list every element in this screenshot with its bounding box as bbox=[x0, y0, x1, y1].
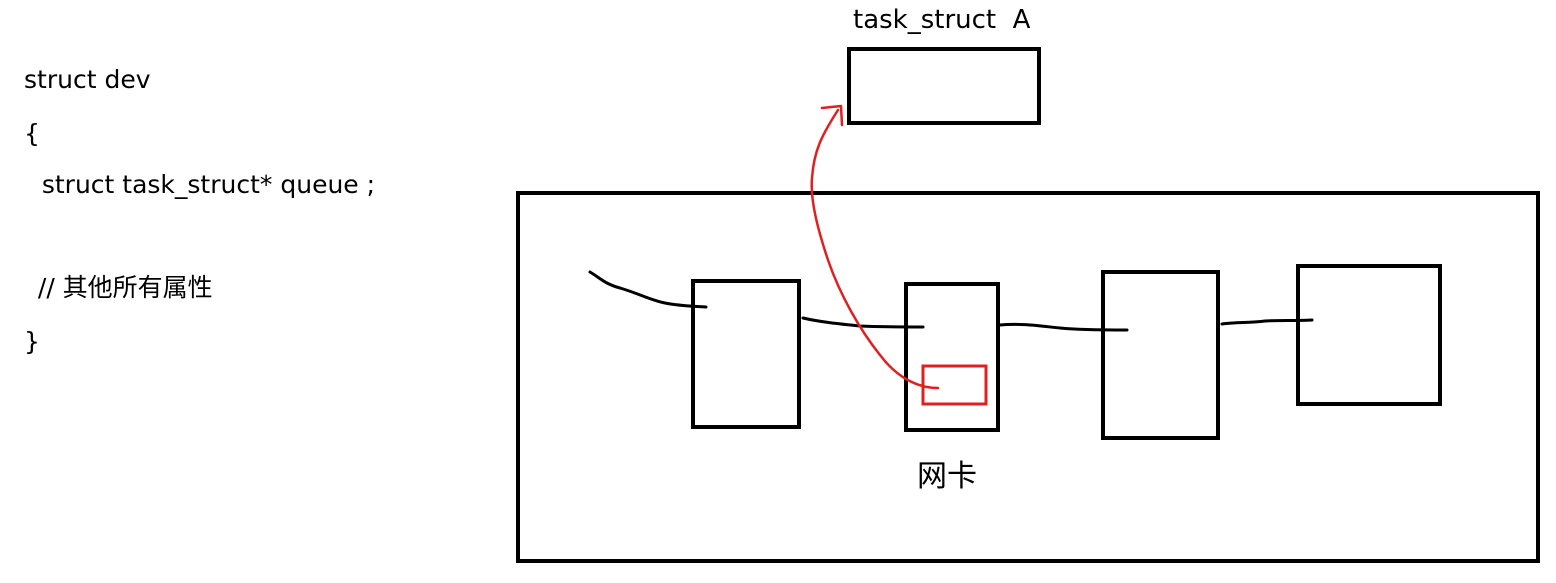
queue-pointer-field bbox=[921, 364, 988, 406]
queue-node-1 bbox=[691, 279, 801, 429]
pointer-arrowhead bbox=[820, 104, 844, 127]
link-line-3-4 bbox=[1220, 318, 1314, 326]
task-struct-box bbox=[847, 47, 1041, 125]
nic-label: 网卡 bbox=[917, 459, 977, 494]
nic-outer-box bbox=[516, 191, 1540, 563]
code-line-open-brace: { bbox=[24, 119, 40, 148]
link-line-head bbox=[588, 270, 708, 309]
task-struct-label: task_struct A bbox=[853, 5, 1031, 35]
pointer-arrow-line bbox=[810, 108, 940, 390]
code-line-struct-dev: struct dev bbox=[24, 65, 151, 94]
code-line-queue-field: struct task_struct* queue ; bbox=[18, 170, 376, 199]
code-line-close-brace: } bbox=[24, 327, 40, 356]
queue-node-2 bbox=[904, 282, 1000, 432]
code-line-comment: // 其他所有属性 bbox=[22, 273, 213, 302]
queue-node-4 bbox=[1296, 264, 1442, 406]
queue-node-3 bbox=[1101, 270, 1220, 440]
link-line-2-3 bbox=[998, 322, 1129, 332]
